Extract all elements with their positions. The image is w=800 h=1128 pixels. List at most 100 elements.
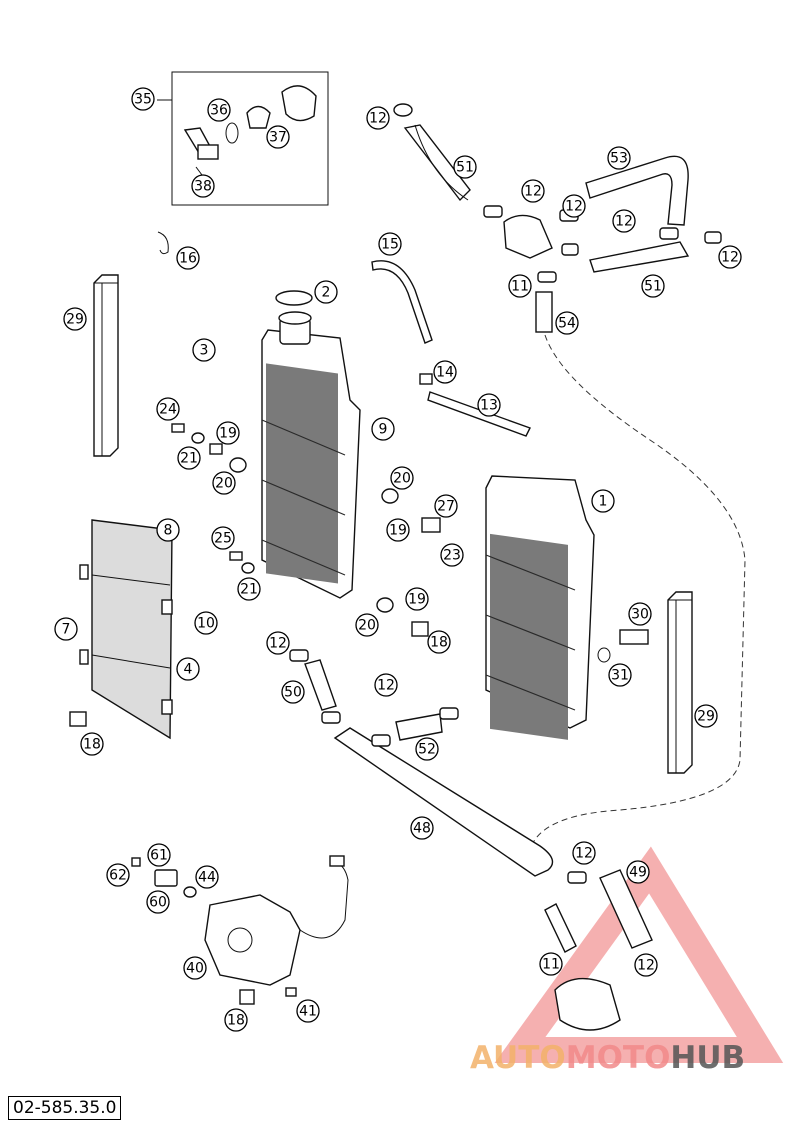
callout-60: 60 <box>146 890 170 914</box>
callout-15: 15 <box>378 232 402 256</box>
callout-number: 25 <box>214 531 232 547</box>
callout-number: 12 <box>565 199 583 215</box>
callout-12: 12 <box>634 953 658 977</box>
callout-12: 12 <box>521 179 545 203</box>
callout-12: 12 <box>266 631 290 655</box>
callout-20: 20 <box>212 471 236 495</box>
callout-19: 19 <box>386 518 410 542</box>
callout-27: 27 <box>434 494 458 518</box>
callout-49: 49 <box>626 860 650 884</box>
callout-number: 12 <box>637 958 655 974</box>
callout-1: 1 <box>591 489 615 513</box>
callout-number: 60 <box>149 895 167 911</box>
callout-44: 44 <box>195 865 219 889</box>
callout-23: 23 <box>440 543 464 567</box>
callout-number: 12 <box>377 678 395 694</box>
callout-number: 49 <box>629 865 647 881</box>
callout-number: 15 <box>381 237 399 253</box>
callout-number: 30 <box>631 607 649 623</box>
callout-52: 52 <box>415 737 439 761</box>
watermark-part-1: AUTO <box>470 1040 566 1076</box>
side-protector-right <box>667 591 693 774</box>
callout-20: 20 <box>390 466 414 490</box>
callout-number: 54 <box>558 316 576 332</box>
callout-31: 31 <box>608 663 632 687</box>
callout-19: 19 <box>405 587 429 611</box>
callout-51: 51 <box>453 155 477 179</box>
callout-number: 41 <box>299 1004 317 1020</box>
callout-number: 23 <box>443 548 461 564</box>
callout-53: 53 <box>607 146 631 170</box>
radiator-right <box>485 475 595 740</box>
callout-number: 38 <box>194 179 212 195</box>
callout-29: 29 <box>694 704 718 728</box>
callout-number: 50 <box>284 685 302 701</box>
callout-19: 19 <box>216 421 240 445</box>
thermostat-kit-box <box>157 71 329 206</box>
callout-number: 11 <box>511 279 529 295</box>
callout-30: 30 <box>628 602 652 626</box>
callout-number: 11 <box>542 957 560 973</box>
callout-number: 48 <box>413 821 431 837</box>
callout-number: 18 <box>83 737 101 753</box>
callout-number: 20 <box>358 618 376 634</box>
callout-50: 50 <box>281 680 305 704</box>
callout-12: 12 <box>366 106 390 130</box>
callout-number: 12 <box>524 184 542 200</box>
callout-number: 21 <box>180 451 198 467</box>
callout-number: 9 <box>379 422 388 438</box>
callout-8: 8 <box>156 518 180 542</box>
callout-number: 31 <box>611 668 629 684</box>
watermark-part-3: HUB <box>670 1040 746 1076</box>
callout-16: 16 <box>176 246 200 270</box>
callout-18: 18 <box>224 1008 248 1032</box>
callout-number: 7 <box>62 622 71 638</box>
watermark-triangle-logo <box>494 846 784 1063</box>
callout-13: 13 <box>477 393 501 417</box>
callout-number: 19 <box>389 523 407 539</box>
callout-40: 40 <box>183 956 207 980</box>
mounting-hardware <box>69 231 649 727</box>
callout-number: 62 <box>109 868 127 884</box>
callout-35: 35 <box>131 87 155 111</box>
callout-10: 10 <box>194 611 218 635</box>
callout-number: 12 <box>575 846 593 862</box>
callout-number: 53 <box>610 151 628 167</box>
callout-12: 12 <box>374 673 398 697</box>
watermark-text: AUTOMOTOHUB <box>470 1040 745 1076</box>
callout-number: 14 <box>436 365 454 381</box>
callout-number: 10 <box>197 616 215 632</box>
callout-number: 1 <box>599 494 608 510</box>
callout-number: 21 <box>240 582 258 598</box>
callout-number: 35 <box>134 92 152 108</box>
callout-number: 51 <box>456 160 474 176</box>
callout-12: 12 <box>718 245 742 269</box>
radiator-grille <box>79 519 173 740</box>
callout-labels: 3536373812515312121212511154161522931413… <box>54 87 742 1032</box>
callout-11: 11 <box>539 952 563 976</box>
watermark-part-2: MOTO <box>565 1040 671 1076</box>
callout-number: 20 <box>393 471 411 487</box>
callout-number: 29 <box>697 709 715 725</box>
catalog-number: 02-585.35.0 <box>8 1096 122 1120</box>
callout-number: 2 <box>322 285 331 301</box>
callout-number: 19 <box>408 592 426 608</box>
callout-21: 21 <box>237 577 261 601</box>
callout-48: 48 <box>410 816 434 840</box>
callout-24: 24 <box>156 397 180 421</box>
callout-14: 14 <box>433 360 457 384</box>
callout-11: 11 <box>508 274 532 298</box>
callout-18: 18 <box>80 732 104 756</box>
callout-4: 4 <box>176 657 200 681</box>
callout-36: 36 <box>207 98 231 122</box>
callout-9: 9 <box>371 417 395 441</box>
callout-25: 25 <box>211 526 235 550</box>
callout-61: 61 <box>147 843 171 867</box>
callout-number: 51 <box>644 279 662 295</box>
callout-number: 12 <box>369 111 387 127</box>
callout-number: 44 <box>198 870 216 886</box>
callout-7: 7 <box>54 617 78 641</box>
side-protector-left <box>93 274 119 457</box>
callout-number: 18 <box>227 1013 245 1029</box>
